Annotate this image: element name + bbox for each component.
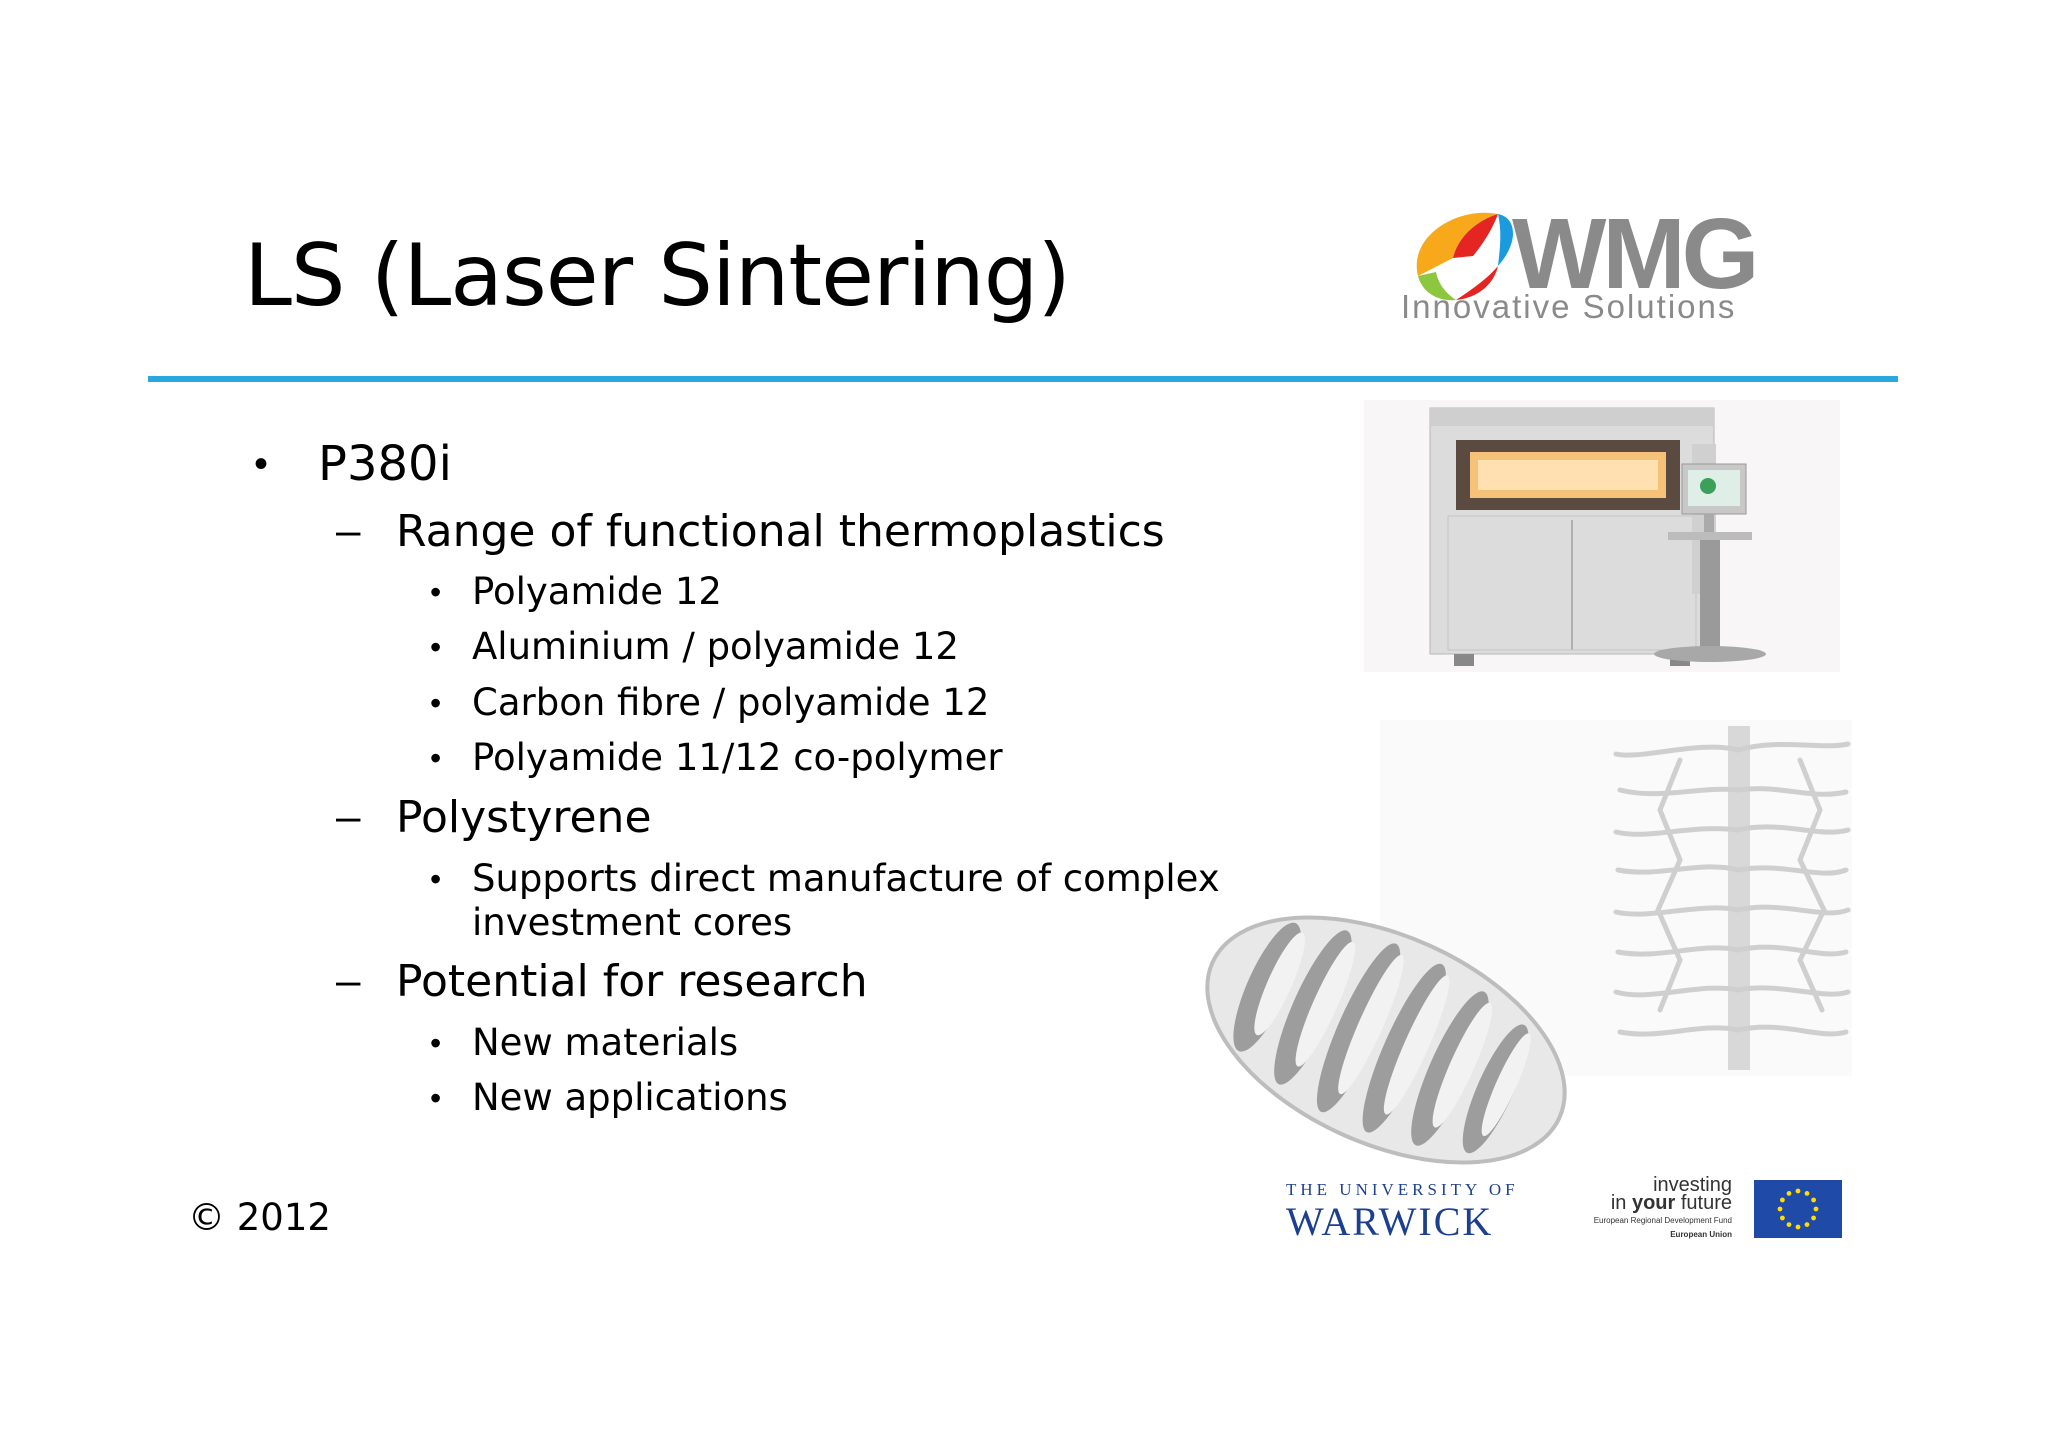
bullet-dot: •	[430, 740, 442, 776]
laser-sintering-machine-photo	[1364, 400, 1840, 672]
wmg-logo: WMG Innovative Solutions	[1398, 196, 1864, 332]
wmg-wordmark: WMG	[1512, 198, 1755, 310]
branching-part-photo	[1380, 720, 1852, 1076]
lattice-part-photo	[1186, 892, 1586, 1188]
sub-bullet-2: Polystyrene	[396, 792, 652, 843]
dash-marker: –	[336, 792, 361, 841]
eu-future-text: in your future	[1611, 1192, 1732, 1215]
bullet-dot: •	[430, 861, 442, 897]
sub-item: Polyamide 11/12 co-polymer	[472, 736, 1003, 779]
wmg-logo-mark: WMG	[1416, 198, 1759, 310]
bullet-dot: •	[430, 574, 442, 610]
eu-future-bold: your	[1631, 1192, 1676, 1214]
sub-item: Supports direct manufacture of complex	[472, 857, 1220, 900]
slide-title: LS (Laser Sintering)	[244, 226, 1071, 326]
eu-investing-text: investing	[1653, 1174, 1732, 1196]
dash-marker: –	[336, 956, 361, 1005]
copyright-notice: © 2012	[188, 1196, 331, 1239]
warwick-wordmark: WARWICK	[1286, 1199, 1494, 1244]
sub-item: Aluminium / polyamide 12	[472, 625, 959, 668]
dash-marker: –	[336, 506, 361, 555]
wmg-tagline: Innovative Solutions	[1401, 288, 1737, 325]
sub-bullet-1: Range of functional thermoplastics	[396, 506, 1165, 557]
eu-union-text: European Union	[1670, 1230, 1732, 1239]
warwick-logo: THE UNIVERSITY OF WARWICK	[1286, 1180, 1519, 1246]
eu-future-suffix: future	[1675, 1192, 1732, 1214]
bullet-dot: •	[430, 629, 442, 665]
sub-bullet-3: Potential for research	[396, 956, 868, 1007]
eu-funding-logo: investing in your future European Region…	[1580, 1174, 1842, 1244]
eu-future-prefix: in	[1610, 1192, 1632, 1214]
sub-item: New applications	[472, 1076, 788, 1119]
eu-flag-icon	[1754, 1180, 1842, 1238]
bullet-dot: •	[430, 1080, 442, 1116]
warwick-top-line: THE UNIVERSITY OF	[1286, 1180, 1519, 1199]
bullet-dot: •	[430, 685, 442, 721]
title-divider	[148, 376, 1898, 382]
eu-fund-text: European Regional Development Fund	[1593, 1216, 1732, 1225]
sub-item: Carbon fibre / polyamide 12	[472, 681, 990, 724]
bullet-dot: •	[254, 442, 269, 486]
bullet-main: P380i	[318, 436, 452, 492]
sub-item-continued: investment cores	[472, 901, 793, 944]
bullet-dot: •	[430, 1025, 442, 1061]
sub-item: Polyamide 12	[472, 570, 722, 613]
sub-item: New materials	[472, 1021, 739, 1064]
